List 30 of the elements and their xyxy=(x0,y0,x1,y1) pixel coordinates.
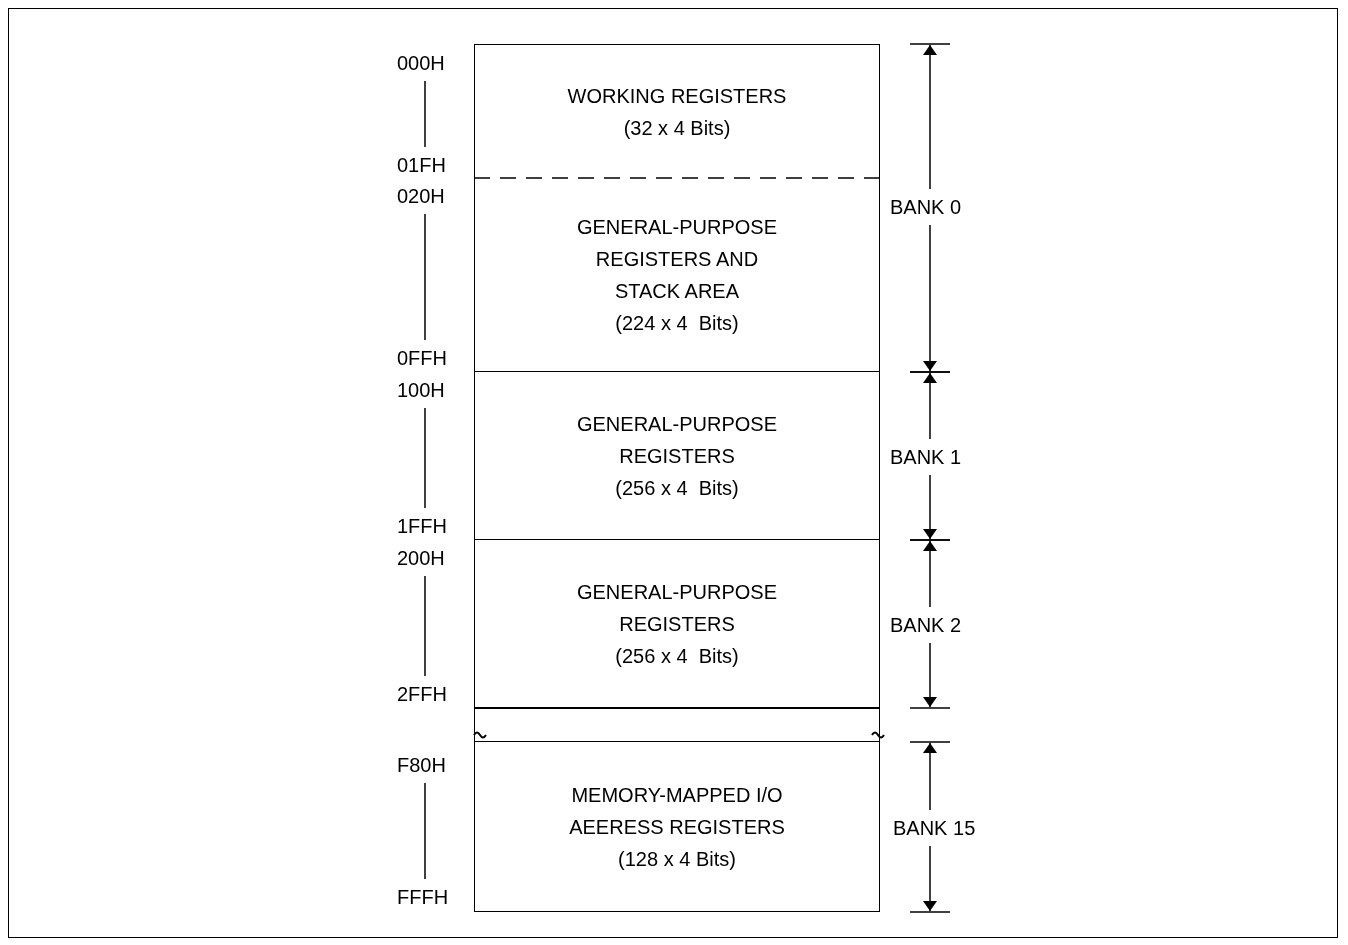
address-label: 200H xyxy=(397,546,445,570)
block-size: (128 x 4 Bits) xyxy=(617,846,737,872)
block-size: (256 x 4 Bits) xyxy=(614,643,740,669)
address-label: 100H xyxy=(397,378,445,402)
block-title: GENERAL-PURPOSE REGISTERS AND STACK AREA xyxy=(575,214,779,304)
block-title: GENERAL-PURPOSE REGISTERS xyxy=(575,579,779,637)
memory-block xyxy=(474,178,880,372)
address-label: 020H xyxy=(397,184,445,208)
block-size: (224 x 4 Bits) xyxy=(614,310,740,336)
address-label: FFFH xyxy=(397,885,449,909)
memory-block xyxy=(474,44,880,178)
memory-block xyxy=(474,742,880,912)
memory-block xyxy=(474,372,880,540)
block-size: (256 x 4 Bits) xyxy=(614,475,740,501)
address-label: 2FFH xyxy=(397,682,447,706)
address-label: 0FFH xyxy=(397,346,447,370)
memory-block xyxy=(474,540,880,708)
block-title: GENERAL-PURPOSE REGISTERS xyxy=(575,411,779,469)
bank-label: BANK 0 xyxy=(890,195,962,219)
block-size: (32 x 4 Bits) xyxy=(622,115,732,141)
break-gap-box xyxy=(474,708,880,742)
bank-label: BANK 15 xyxy=(893,816,976,840)
bank-label: BANK 2 xyxy=(890,613,962,637)
bank-label: BANK 1 xyxy=(890,445,962,469)
block-title: WORKING REGISTERS xyxy=(566,83,788,109)
address-label: 01FH xyxy=(397,153,446,177)
address-label: 1FFH xyxy=(397,514,447,538)
address-label: 000H xyxy=(397,51,445,75)
block-title: MEMORY-MAPPED I/O AEERESS REGISTERS xyxy=(568,782,786,840)
address-label: F80H xyxy=(397,753,446,777)
